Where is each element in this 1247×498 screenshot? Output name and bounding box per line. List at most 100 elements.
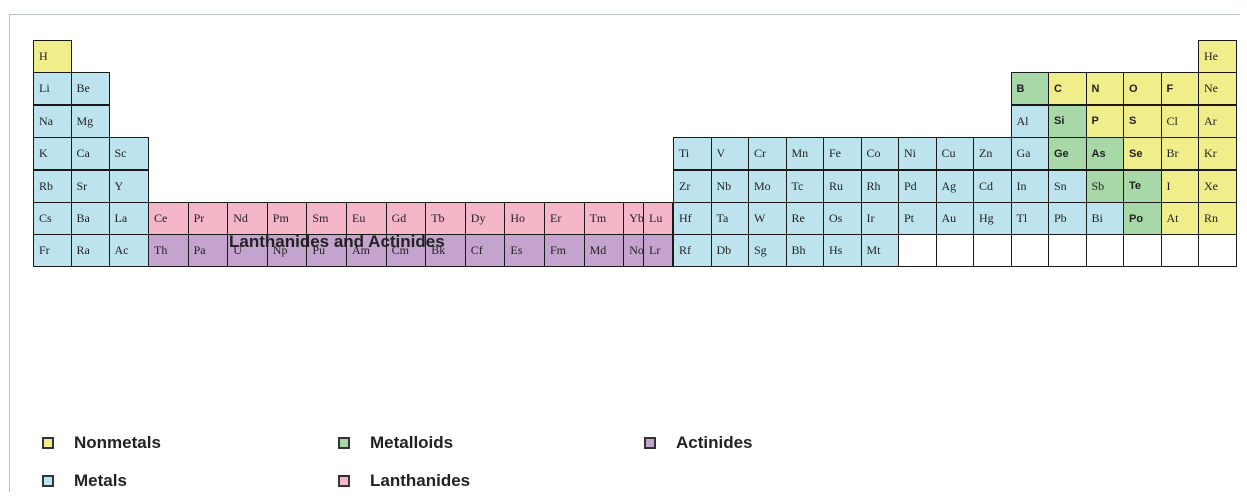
element-ne: Ne <box>1198 72 1237 106</box>
element-lu: Lu <box>643 202 673 235</box>
element-ce: Ce <box>148 202 189 235</box>
element-eu: Eu <box>346 202 387 235</box>
element-sm: Sm <box>306 202 347 235</box>
element-pb: Pb <box>1048 202 1087 235</box>
element-dy: Dy <box>464 202 506 235</box>
element-tc: Tc <box>785 169 824 203</box>
element-tm: Tm <box>583 202 625 235</box>
element-pt: Pt <box>898 202 937 235</box>
element-b: B <box>1010 72 1049 106</box>
element-la: La <box>108 202 149 235</box>
element-cs: Cs <box>33 202 72 235</box>
element-fm: Fm <box>544 234 585 268</box>
element-cl: Cl <box>1160 104 1199 138</box>
element-fr: Fr <box>33 234 72 268</box>
element-as: As <box>1085 137 1124 171</box>
element-ar: Ar <box>1198 104 1237 138</box>
element-be: Be <box>70 72 110 106</box>
element-cf: Cf <box>464 234 506 268</box>
element-au: Au <box>935 202 974 235</box>
legend-label: Metalloids <box>370 433 454 452</box>
element-empty <box>1160 234 1199 268</box>
element-al: Al <box>1010 104 1049 138</box>
element-o: O <box>1123 72 1162 106</box>
element-tl: Tl <box>1010 202 1049 235</box>
element-ta: Ta <box>710 202 749 235</box>
element-cm: Cm <box>385 234 427 268</box>
element-er: Er <box>544 202 585 235</box>
element-empty <box>898 234 937 268</box>
element-co: Co <box>860 137 899 171</box>
element-sb: Sb <box>1085 169 1124 203</box>
element-sr: Sr <box>70 169 110 203</box>
element-tb: Tb <box>425 202 466 235</box>
legend-swatch-nonmetals <box>42 437 54 449</box>
figure-frame <box>9 14 1240 492</box>
element-bi: Bi <box>1085 202 1124 235</box>
element-y: Y <box>108 169 149 203</box>
element-md: Md <box>583 234 625 268</box>
element-kr: Kr <box>1198 137 1237 171</box>
element-np: Np <box>266 234 308 268</box>
element-ga: Ga <box>1010 137 1049 171</box>
element-empty <box>1010 234 1049 268</box>
element-in: In <box>1010 169 1049 203</box>
element-bh: Bh <box>785 234 824 268</box>
element-ni: Ni <box>898 137 937 171</box>
element-sc: Sc <box>108 137 149 171</box>
element-gd: Gd <box>385 202 427 235</box>
legend-label: Nonmetals <box>74 433 161 452</box>
element-empty <box>1123 234 1162 268</box>
element-pa: Pa <box>187 234 229 268</box>
element-cd: Cd <box>973 169 1012 203</box>
element-p: P <box>1085 104 1124 138</box>
element-ho: Ho <box>504 202 545 235</box>
element-mt: Mt <box>860 234 899 268</box>
element-nd: Nd <box>227 202 268 235</box>
legend-label: Actinides <box>676 433 753 452</box>
element-si: Si <box>1048 104 1087 138</box>
element-zr: Zr <box>673 169 712 203</box>
element-ag: Ag <box>935 169 974 203</box>
element-ac: Ac <box>108 234 149 268</box>
element-po: Po <box>1123 202 1162 235</box>
element-s: S <box>1123 104 1162 138</box>
legend-swatch-actinides <box>644 437 656 449</box>
element-ge: Ge <box>1048 137 1087 171</box>
element-li: Li <box>33 72 72 106</box>
legend-item-metalloids: Metalloids <box>338 433 453 453</box>
element-am: Am <box>346 234 387 268</box>
element-es: Es <box>504 234 545 268</box>
element-lr: Lr <box>643 234 673 268</box>
element-nb: Nb <box>710 169 749 203</box>
legend-swatch-lanthanides <box>338 475 350 487</box>
element-rh: Rh <box>860 169 899 203</box>
element-se: Se <box>1123 137 1162 171</box>
element-rb: Rb <box>33 169 72 203</box>
legend-item-nonmetals: Nonmetals <box>42 433 161 453</box>
element-pr: Pr <box>187 202 229 235</box>
legend-swatch-metals <box>42 475 54 487</box>
element-rn: Rn <box>1198 202 1237 235</box>
section-title: Lanthanides and Actinides <box>229 232 445 251</box>
element-fe: Fe <box>823 137 862 171</box>
element-cr: Cr <box>748 137 787 171</box>
element-ba: Ba <box>70 202 110 235</box>
element-xe: Xe <box>1198 169 1237 203</box>
element-hg: Hg <box>973 202 1012 235</box>
element-na: Na <box>33 104 72 138</box>
element-cu: Cu <box>935 137 974 171</box>
element-hs: Hs <box>823 234 862 268</box>
element-empty <box>973 234 1012 268</box>
element-te: Te <box>1123 169 1162 203</box>
element-ru: Ru <box>823 169 862 203</box>
element-mo: Mo <box>748 169 787 203</box>
element-db: Db <box>710 234 749 268</box>
element-k: K <box>33 137 72 171</box>
element-os: Os <box>823 202 862 235</box>
element-ir: Ir <box>860 202 899 235</box>
element-at: At <box>1160 202 1199 235</box>
element-ra: Ra <box>70 234 110 268</box>
element-ca: Ca <box>70 137 110 171</box>
